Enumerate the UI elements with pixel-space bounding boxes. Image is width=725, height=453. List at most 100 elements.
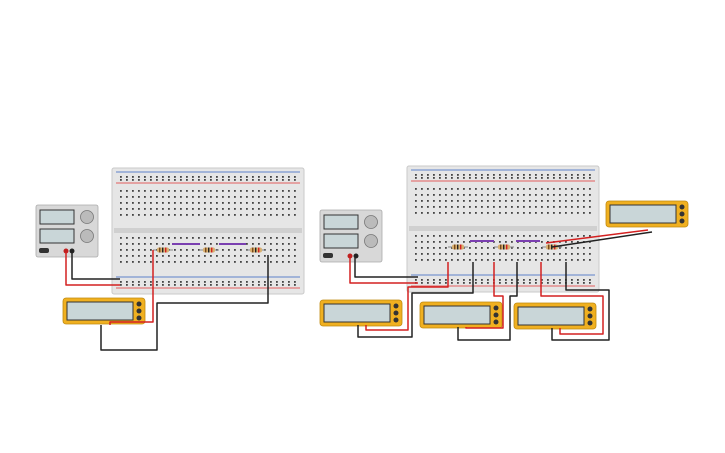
multimeter-jack[interactable] <box>587 320 593 326</box>
multimeter-icon[interactable] <box>62 297 146 325</box>
hole <box>463 279 465 281</box>
black-wire[interactable] <box>551 231 653 248</box>
resistor[interactable] <box>448 244 468 250</box>
black-wire[interactable] <box>551 262 610 341</box>
hole <box>583 253 585 255</box>
breadboard[interactable] <box>111 167 305 295</box>
hole <box>523 200 525 202</box>
hole <box>451 279 453 281</box>
multimeter-icon[interactable] <box>319 299 403 327</box>
multimeter-jack[interactable] <box>136 308 142 314</box>
hole <box>276 261 278 263</box>
multimeter-jack[interactable] <box>493 319 499 325</box>
hole <box>294 281 296 283</box>
multimeter-jack[interactable] <box>393 303 399 309</box>
multimeter-jack[interactable] <box>679 218 685 224</box>
hole <box>126 284 128 286</box>
multimeter-jack[interactable] <box>136 315 142 321</box>
multimeter-icon[interactable] <box>513 302 597 330</box>
black-wire[interactable] <box>71 252 120 280</box>
multimeter-icon[interactable] <box>419 301 503 329</box>
hole <box>168 179 170 181</box>
multimeter-jack[interactable] <box>679 211 685 217</box>
hole <box>445 206 447 208</box>
multimeter-jack[interactable] <box>136 301 142 307</box>
hole <box>481 279 483 281</box>
hole <box>126 214 128 216</box>
hole <box>445 177 447 179</box>
hole <box>589 247 591 249</box>
hole <box>427 177 429 179</box>
resistor[interactable] <box>246 247 266 253</box>
positive-terminal[interactable] <box>63 248 69 254</box>
hole <box>246 284 248 286</box>
resistor[interactable] <box>153 247 173 253</box>
hole <box>120 176 122 178</box>
hole <box>511 200 513 202</box>
hole <box>126 176 128 178</box>
red-wire[interactable] <box>349 258 418 284</box>
hole <box>198 255 200 257</box>
black-wire[interactable] <box>100 255 269 351</box>
hole <box>427 253 429 255</box>
multimeter-jack[interactable] <box>679 204 685 210</box>
black-wire[interactable] <box>357 262 474 338</box>
multimeter-display <box>423 305 491 325</box>
hole <box>529 206 531 208</box>
hole <box>294 284 296 286</box>
resistor[interactable] <box>199 247 219 253</box>
multimeter-jack[interactable] <box>493 312 499 318</box>
breadboard[interactable] <box>406 165 600 293</box>
dc-power-supply-icon[interactable] <box>319 209 383 263</box>
current-knob[interactable] <box>80 229 94 243</box>
multimeter-jack[interactable] <box>393 317 399 323</box>
hole <box>511 247 513 249</box>
red-wire[interactable] <box>109 250 154 325</box>
red-wire[interactable] <box>365 262 449 331</box>
multimeter-jack[interactable] <box>493 305 499 311</box>
hole <box>168 214 170 216</box>
negative-terminal[interactable] <box>69 248 75 254</box>
power-switch[interactable] <box>39 248 49 253</box>
power-switch[interactable] <box>323 253 333 258</box>
red-wire[interactable] <box>65 252 120 286</box>
voltage-knob[interactable] <box>364 215 378 229</box>
hole <box>553 259 555 261</box>
black-wire[interactable] <box>354 258 418 278</box>
negative-terminal[interactable] <box>353 253 359 259</box>
hole <box>192 249 194 251</box>
current-knob[interactable] <box>364 234 378 248</box>
voltage-knob[interactable] <box>80 210 94 224</box>
multimeter-icon[interactable] <box>605 200 689 228</box>
multimeter-jack[interactable] <box>393 310 399 316</box>
hole <box>541 279 543 281</box>
hole <box>529 174 531 176</box>
red-wire[interactable] <box>540 262 604 335</box>
hole <box>270 284 272 286</box>
positive-terminal[interactable] <box>347 253 353 259</box>
hole <box>222 214 224 216</box>
hole <box>156 284 158 286</box>
hole <box>258 208 260 210</box>
hole <box>294 261 296 263</box>
red-wire[interactable] <box>465 262 504 329</box>
hole <box>186 237 188 239</box>
hole <box>258 261 260 263</box>
multimeter-jack[interactable] <box>587 313 593 319</box>
hole <box>481 200 483 202</box>
red-wire[interactable] <box>545 229 649 244</box>
hole <box>288 196 290 198</box>
hole <box>415 177 417 179</box>
black-wire[interactable] <box>457 262 518 341</box>
hole <box>270 179 272 181</box>
hole <box>120 179 122 181</box>
hole <box>553 174 555 176</box>
hole <box>132 255 134 257</box>
resistor[interactable] <box>494 244 514 250</box>
multimeter-jack[interactable] <box>587 306 593 312</box>
dc-power-supply-icon[interactable] <box>35 204 99 258</box>
hole <box>282 196 284 198</box>
hole <box>535 253 537 255</box>
hole <box>138 237 140 239</box>
